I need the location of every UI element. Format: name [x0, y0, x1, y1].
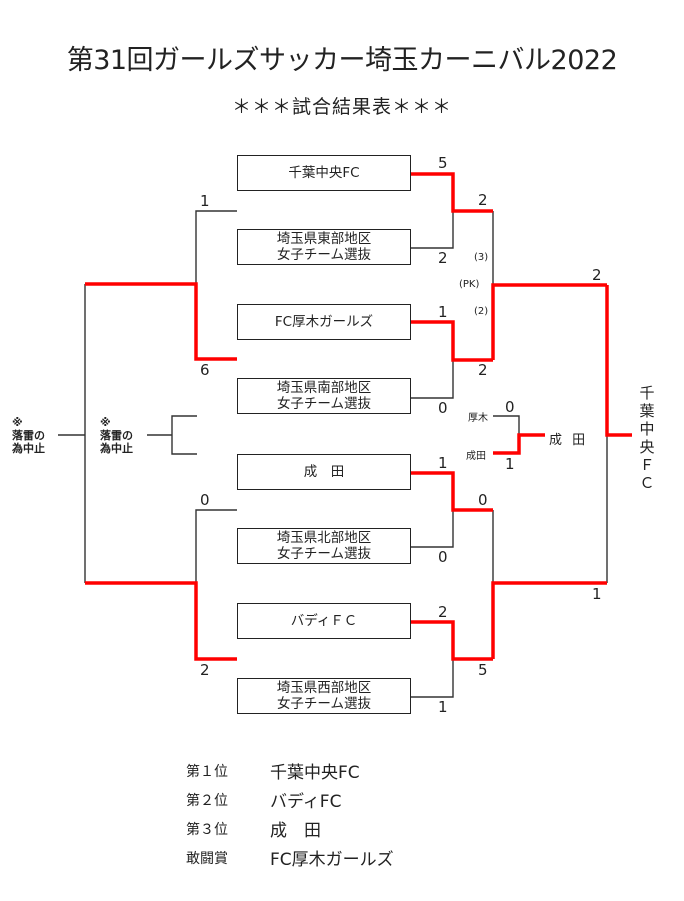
standing-row: 第１位 千葉中央FC	[186, 756, 394, 785]
standing-team: 成 田	[270, 821, 321, 841]
pk-score: (2)	[474, 306, 489, 317]
score-label: 1	[200, 192, 210, 210]
r1-m3-loser-line	[411, 510, 454, 548]
r1-m2-winner-line	[411, 320, 493, 362]
standing-label: 第１位	[186, 763, 228, 780]
score-label: 0	[478, 491, 488, 509]
team-box: 埼玉県南部地区 女子チーム選抜	[237, 378, 411, 414]
score-label: 2	[478, 361, 488, 379]
sf1-winner-line	[491, 283, 607, 360]
cancel-note-inner: ※ 落雷の 為中止	[100, 416, 133, 455]
third-team-top: 厚木	[468, 413, 488, 424]
r1-m2-loser-line	[411, 360, 454, 399]
team-box: バディＦＣ	[237, 603, 411, 639]
standing-row: 第３位 成 田	[186, 814, 394, 843]
score-label: 1	[438, 303, 448, 321]
pk-score: (3)	[474, 252, 489, 263]
score-label: 1	[505, 455, 515, 473]
r1-m1-loser-line	[411, 211, 454, 249]
score-label: 5	[478, 661, 488, 679]
left-r2-top-line	[195, 509, 237, 583]
cancel-note-outer: ※ 落雷の 為中止	[12, 416, 45, 455]
page-title: 第31回ガールズサッカー埼玉カーニバル2022	[66, 45, 618, 76]
third-top-line	[493, 415, 520, 435]
r1-m3-winner-line	[411, 471, 493, 512]
third-team-bottom: 成田	[466, 451, 486, 462]
score-label: 1	[438, 698, 448, 716]
score-label: 0	[438, 548, 448, 566]
final-standings: 第１位 千葉中央FC 第２位 バディFC 第３位 成 田 敢闘賞 FC厚木ガール…	[186, 756, 394, 872]
cancel-inner-bracket	[171, 415, 197, 455]
standing-row: 第２位 バディFC	[186, 785, 394, 814]
left-r1-top-line	[195, 210, 237, 284]
third-place-winner: 成 田	[549, 433, 589, 448]
team-box: 埼玉県北部地区 女子チーム選抜	[237, 528, 411, 564]
left-r2-winner-line	[85, 581, 237, 661]
score-label: 1	[438, 454, 448, 472]
standing-label: 敢闘賞	[186, 850, 228, 867]
score-label: 6	[200, 361, 210, 379]
standing-team: バディFC	[270, 792, 342, 812]
team-box: 埼玉県西部地区 女子チーム選抜	[237, 678, 411, 714]
standing-label: 第２位	[186, 792, 228, 809]
sf2-winner-line	[491, 581, 607, 659]
score-label: 2	[478, 191, 488, 209]
page-subtitle: ＊＊＊試合結果表＊＊＊	[231, 96, 452, 118]
pk-label: (PK)	[459, 279, 480, 290]
r1-m1-winner-line	[411, 172, 493, 213]
score-label: 2	[200, 661, 210, 679]
score-label: 0	[200, 491, 210, 509]
score-label: 2	[592, 266, 602, 284]
r1-m4-winner-line	[411, 620, 493, 661]
standing-team: 千葉中央FC	[270, 763, 360, 783]
standing-team: FC厚木ガールズ	[270, 850, 394, 870]
score-label: 2	[438, 603, 448, 621]
team-box: 千葉中央FC	[237, 155, 411, 191]
champion-label: 千 葉 中 央 Ｆ Ｃ	[639, 384, 655, 492]
team-box: FC厚木ガールズ	[237, 304, 411, 340]
standing-label: 第３位	[186, 821, 228, 838]
standing-row: 敢闘賞 FC厚木ガールズ	[186, 843, 394, 872]
score-label: 5	[438, 154, 448, 172]
score-label: 0	[505, 398, 515, 416]
score-label: 0	[438, 399, 448, 417]
final-winner-line	[605, 285, 632, 437]
left-r1-winner-line	[85, 282, 237, 361]
score-label: 2	[438, 249, 448, 267]
r1-m4-loser-line	[411, 659, 454, 698]
score-label: 1	[592, 585, 602, 603]
team-box: 成 田	[237, 454, 411, 490]
third-winner-line	[493, 433, 545, 455]
team-box: 埼玉県東部地区 女子チーム選抜	[237, 229, 411, 265]
